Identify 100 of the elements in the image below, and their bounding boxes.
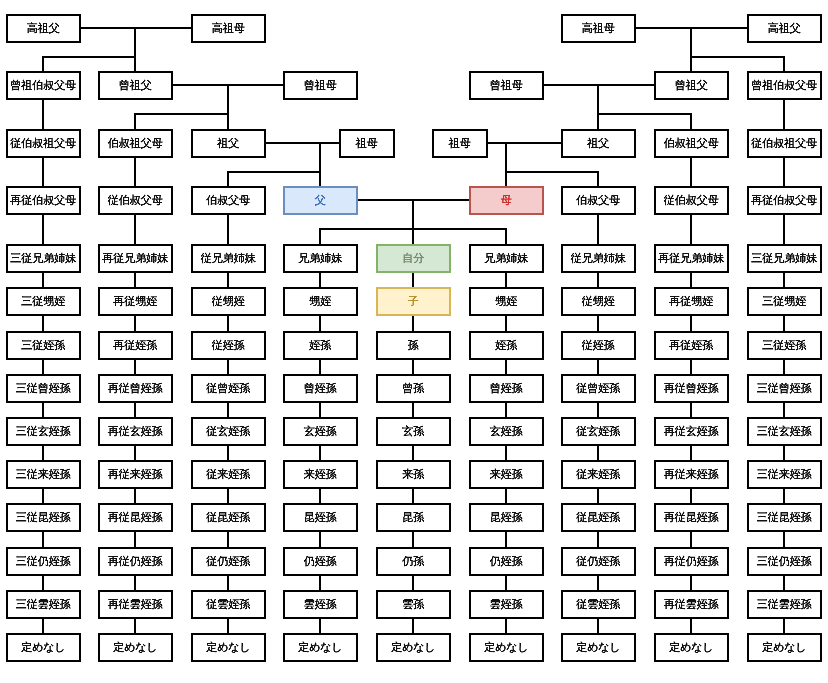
kinship-box xyxy=(6,547,81,576)
kinship-label: 曾孫 xyxy=(402,382,424,396)
connector-line xyxy=(690,446,692,460)
kinship-box xyxy=(283,71,358,100)
kinship-box xyxy=(98,460,173,489)
kinship-box xyxy=(6,71,81,100)
connector-line xyxy=(320,316,322,331)
kinship-label: 玄姪孫 xyxy=(304,424,337,438)
kinship-label: 定めなし xyxy=(576,640,620,654)
kinship-box xyxy=(469,287,544,316)
connector-line xyxy=(784,532,786,547)
connector-line xyxy=(506,316,508,331)
connector-line xyxy=(784,158,786,186)
kinship-box xyxy=(469,633,544,662)
kinship-label: 姪孫 xyxy=(310,338,332,352)
connector-line xyxy=(598,215,600,244)
connector-line xyxy=(784,100,786,129)
connector-line xyxy=(134,489,136,503)
kinship-label: 三従曾姪孫 xyxy=(757,382,812,396)
kinship-box xyxy=(283,417,358,446)
kinship-label: 甥姪 xyxy=(310,294,332,308)
connector-line xyxy=(134,316,136,331)
kinship-box xyxy=(561,244,636,273)
kinship-label: 雲孫 xyxy=(402,598,424,612)
kinship-box xyxy=(283,244,358,273)
connector-line xyxy=(134,215,136,244)
kinship-box xyxy=(747,186,822,215)
kinship-label: 再従伯叔父母 xyxy=(10,194,76,208)
kinship-box xyxy=(561,129,636,158)
kinship-label: 三従甥姪 xyxy=(762,294,806,308)
kinship-label: 従曾姪孫 xyxy=(206,382,250,396)
kinship-box xyxy=(561,460,636,489)
kinship-label: 定めなし xyxy=(298,640,342,654)
kinship-label: 従雲姪孫 xyxy=(206,598,250,612)
connector-line xyxy=(598,576,600,590)
kinship-box xyxy=(376,590,451,619)
kinship-box xyxy=(6,244,81,273)
connector-line xyxy=(784,273,786,287)
connector-line xyxy=(598,619,600,633)
kinship-label: 再従甥姪 xyxy=(670,294,714,308)
kinship-box xyxy=(469,244,544,273)
kinship-label: 従来姪孫 xyxy=(576,468,620,482)
kinship-box xyxy=(654,633,729,662)
kinship-label: 再従姪孫 xyxy=(670,338,714,352)
kinship-box xyxy=(6,287,81,316)
kinship-box xyxy=(376,287,451,316)
connector-line xyxy=(134,403,136,417)
kinship-box xyxy=(561,547,636,576)
kinship-label: 従仍姪孫 xyxy=(576,554,620,568)
kinship-box xyxy=(6,503,81,532)
kinship-box xyxy=(98,331,173,360)
kinship-box xyxy=(98,287,173,316)
connector-line xyxy=(690,403,692,417)
connector-line xyxy=(598,532,600,547)
kinship-box xyxy=(98,417,173,446)
kinship-box xyxy=(376,331,451,360)
connector-line xyxy=(690,532,692,547)
kinship-label: 再従玄姪孫 xyxy=(108,424,163,438)
kinship-box xyxy=(747,503,822,532)
kinship-box xyxy=(376,417,451,446)
kinship-label: 三従昆姪孫 xyxy=(16,510,71,524)
kinship-label: 定めなし xyxy=(392,640,436,654)
kinship-label: 曾姪孫 xyxy=(304,382,337,396)
kinship-label: 祖母 xyxy=(356,136,378,150)
kinship-label: 再従姪孫 xyxy=(114,338,158,352)
connector-line xyxy=(228,619,230,633)
kinship-box xyxy=(654,417,729,446)
kinship-box xyxy=(376,374,451,403)
connector-line xyxy=(412,576,414,590)
kinship-label: 昆孫 xyxy=(402,510,424,524)
connector-line xyxy=(228,532,230,547)
kinship-box xyxy=(469,417,544,446)
kinship-label: 兄弟姉妹 xyxy=(298,252,342,266)
kinship-label: 従兄弟姉妹 xyxy=(571,252,626,266)
connector-line xyxy=(690,28,786,71)
kinship-label: 三従姪孫 xyxy=(762,338,806,352)
kinship-box xyxy=(747,374,822,403)
kinship-box xyxy=(6,14,81,43)
connector-line xyxy=(690,215,692,244)
connector-line xyxy=(690,489,692,503)
kinship-label: 再従仍姪孫 xyxy=(664,554,719,568)
kinship-label: 定めなし xyxy=(484,640,528,654)
connector-line xyxy=(690,273,692,287)
kinship-label: 父 xyxy=(315,194,326,208)
kinship-label: 仍姪孫 xyxy=(304,554,337,568)
kinship-label: 昆姪孫 xyxy=(304,510,337,524)
kinship-box xyxy=(561,14,636,43)
connector-line xyxy=(506,619,508,633)
kinship-label: 高祖父 xyxy=(768,22,801,36)
connector-line xyxy=(690,619,692,633)
connector-line xyxy=(42,403,44,417)
kinship-box xyxy=(6,331,81,360)
kinship-label: 再従曾姪孫 xyxy=(664,382,719,396)
kinship-box xyxy=(283,503,358,532)
kinship-box xyxy=(654,287,729,316)
kinship-label: 祖母 xyxy=(449,136,471,150)
connector-line xyxy=(784,403,786,417)
connector-line xyxy=(320,360,322,374)
kinship-box xyxy=(283,287,358,316)
kinship-box xyxy=(376,244,451,273)
